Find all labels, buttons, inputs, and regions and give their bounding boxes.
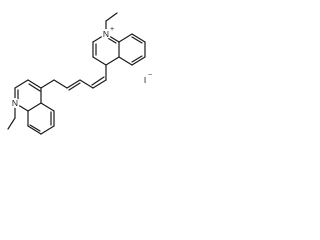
bond [131, 55, 143, 63]
bond [14, 79, 29, 89]
bond [131, 36, 143, 44]
bond [92, 79, 107, 89]
bond [40, 102, 55, 112]
atom-label-n-top: N [103, 29, 109, 39]
charge-plus: + [110, 26, 114, 33]
bond [118, 56, 133, 66]
bond [92, 56, 107, 66]
bond [79, 79, 94, 89]
bond [40, 79, 55, 89]
bond [29, 124, 41, 132]
atom-label-n-bottom: N [12, 98, 18, 108]
bond [68, 82, 81, 91]
bond [131, 56, 146, 66]
bond [27, 125, 42, 135]
bond [131, 33, 146, 43]
bond [28, 83, 41, 92]
bond [105, 12, 118, 22]
bond [118, 33, 133, 43]
bond [53, 79, 68, 89]
top-quinolinium-ring [92, 12, 146, 66]
bond [66, 79, 81, 89]
bond [27, 102, 42, 112]
counterion-charge: − [148, 72, 152, 79]
bond [105, 56, 120, 66]
bond [27, 79, 42, 89]
atom-n-top: N + [101, 26, 114, 39]
counterion-symbol: I [144, 75, 146, 85]
bond [7, 117, 16, 130]
bond [40, 125, 55, 135]
bond [91, 76, 105, 86]
iodide-counterion: I − [144, 72, 152, 85]
chemical-structure-diagram: N + N I − [7, 12, 152, 135]
polymethine-chain [27, 64, 107, 92]
atom-n-bottom: N [10, 98, 20, 108]
bottom-quinoline-ring [7, 79, 55, 135]
